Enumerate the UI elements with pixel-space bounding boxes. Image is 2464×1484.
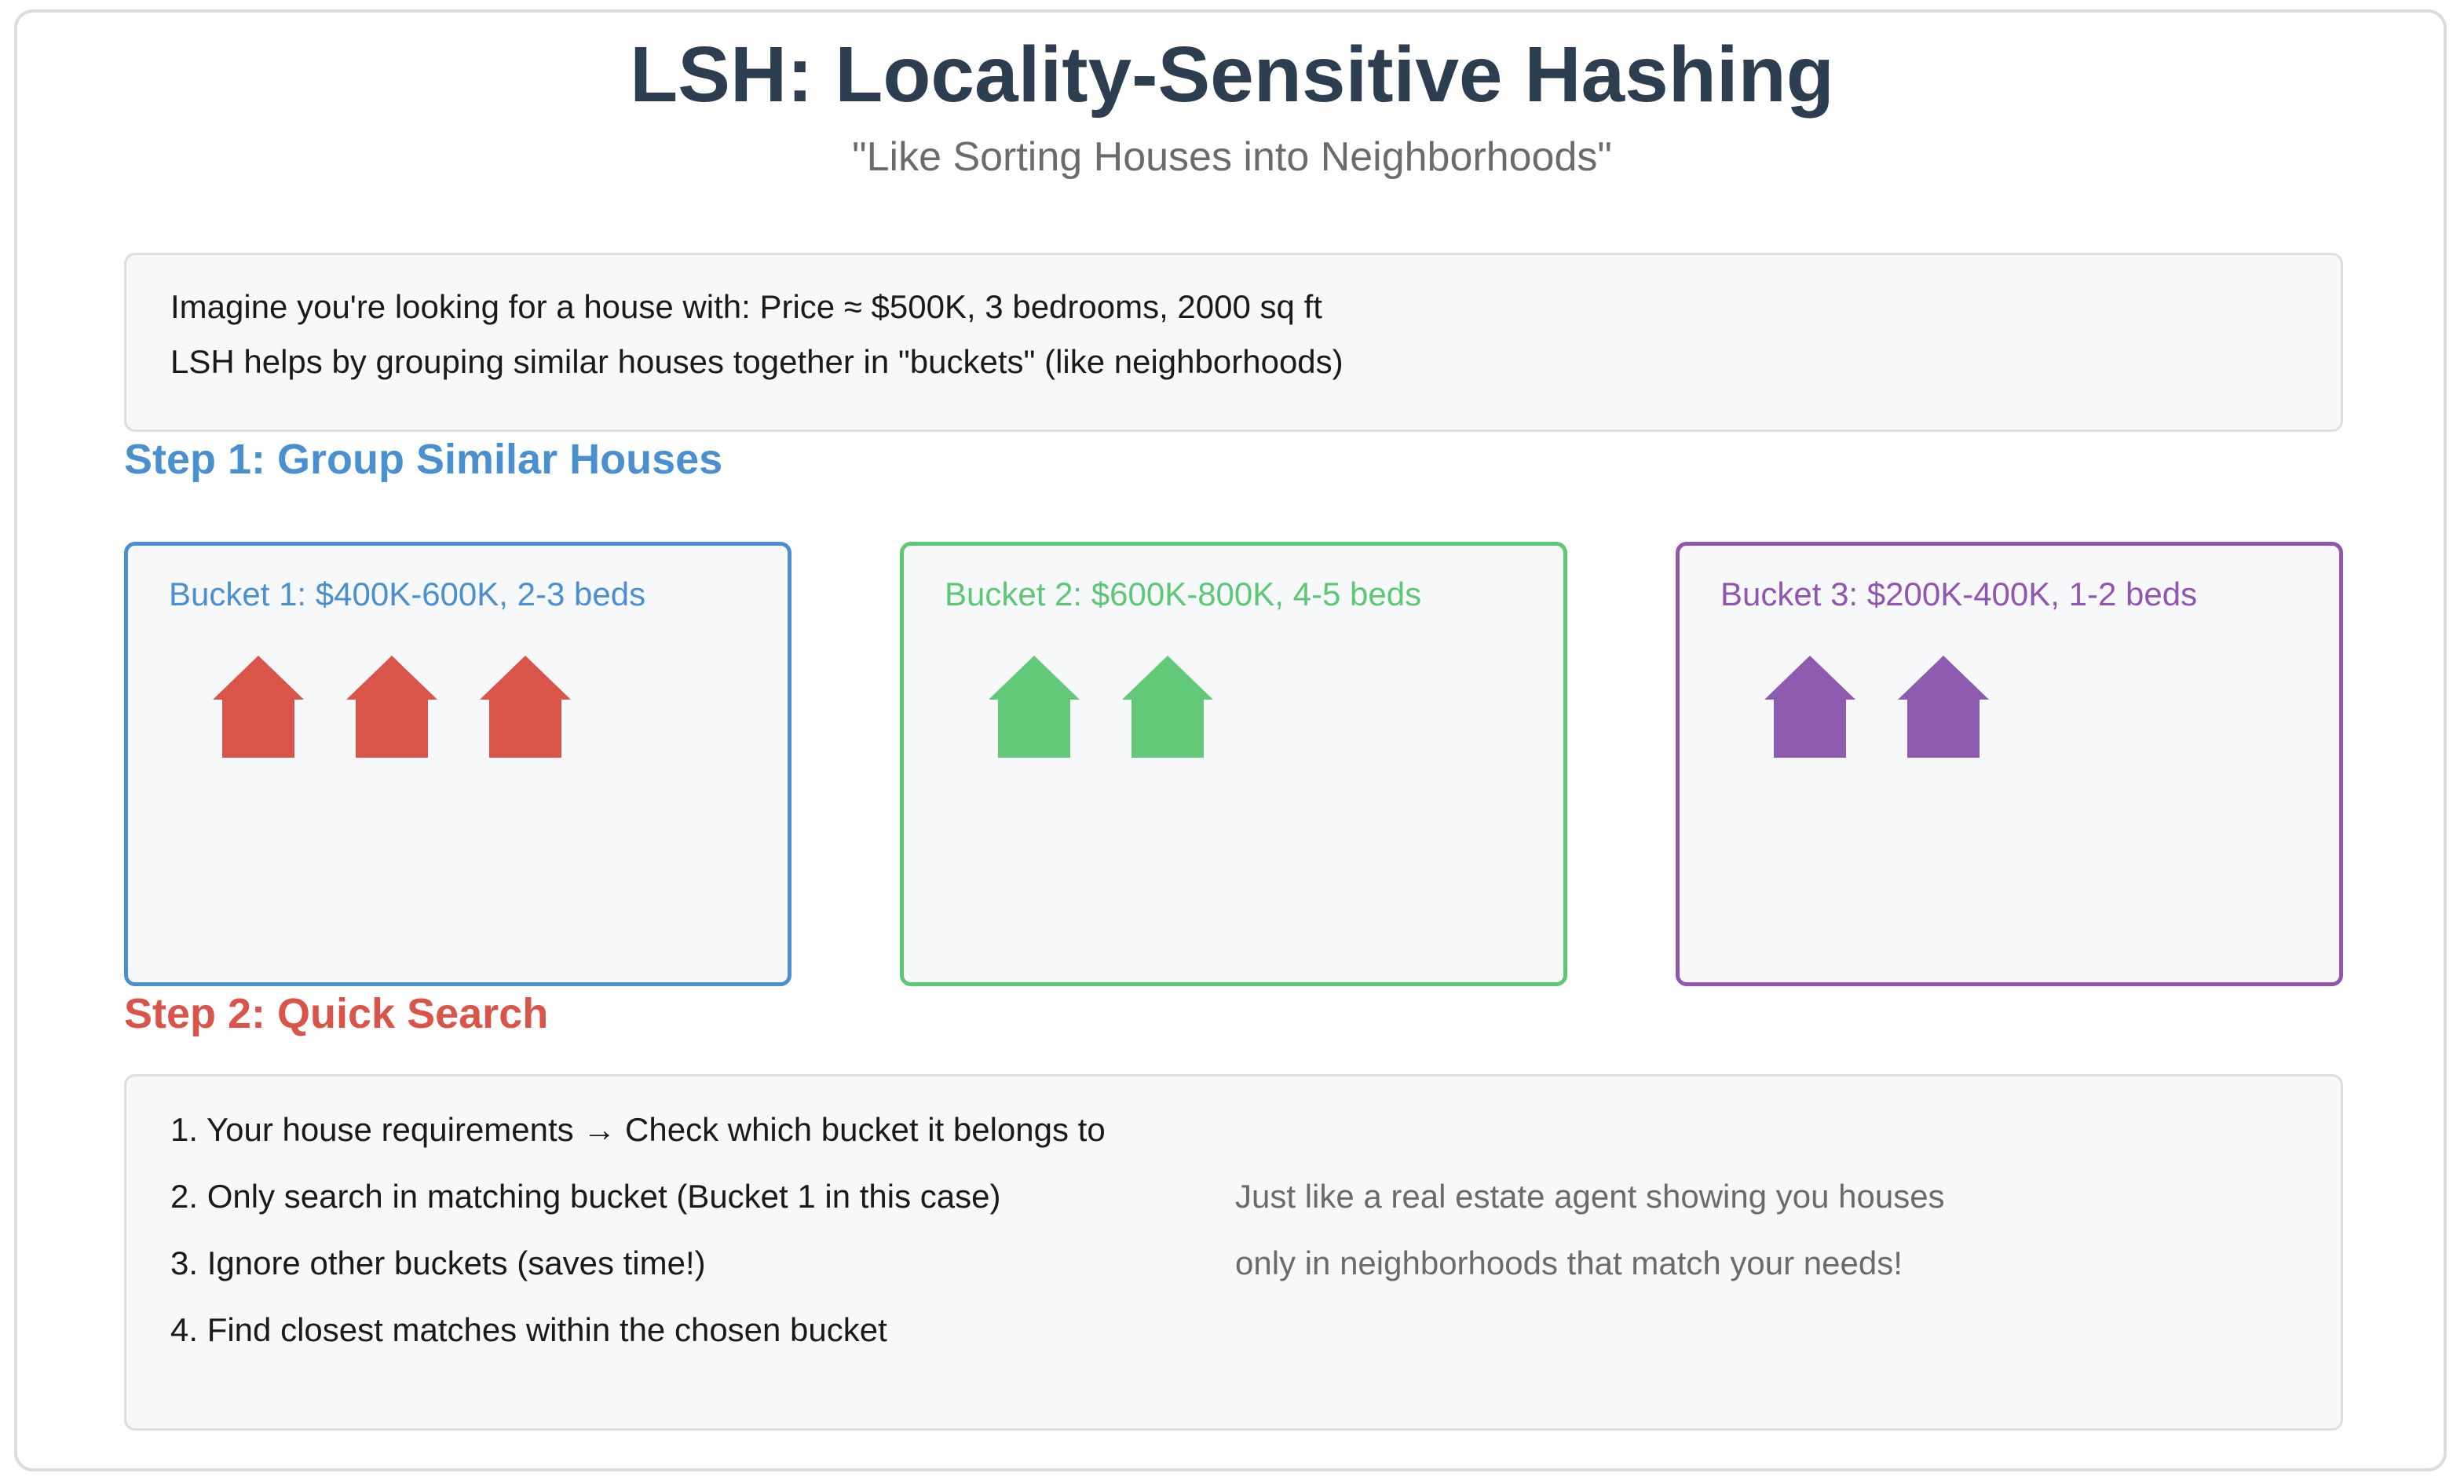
intro-panel: Imagine you're looking for a house with:… xyxy=(124,253,2343,432)
page-title: LSH: Locality-Sensitive Hashing xyxy=(630,31,1834,119)
bucket-3: Bucket 3: $200K-400K, 1-2 beds xyxy=(1676,542,2343,986)
house-icon xyxy=(1764,656,1855,758)
bucket-1: Bucket 1: $400K-600K, 2-3 beds xyxy=(124,542,791,986)
step2-heading: Step 2: Quick Search xyxy=(124,990,549,1037)
house-icon xyxy=(1122,656,1213,758)
house-icon xyxy=(213,656,304,758)
search-panel: 1. Your house requirements → Check which… xyxy=(124,1074,2343,1431)
search-step-2: 2. Only search in matching bucket (Bucke… xyxy=(170,1178,1001,1215)
house-icon xyxy=(480,656,571,758)
search-step-3: 3. Ignore other buckets (saves time!) xyxy=(170,1245,706,1281)
search-step-4: 4. Find closest matches within the chose… xyxy=(170,1311,887,1348)
agent-note-line-1: Just like a real estate agent showing yo… xyxy=(1235,1178,1945,1215)
search-step-1: 1. Your house requirements → Check which… xyxy=(170,1111,1106,1148)
agent-note-line-2: only in neighborhoods that match your ne… xyxy=(1235,1245,1903,1281)
bucket-1-label: Bucket 1: $400K-600K, 2-3 beds xyxy=(169,576,646,612)
bucket-2: Bucket 2: $600K-800K, 4-5 beds xyxy=(900,542,1567,986)
intro-line-2: LSH helps by grouping similar houses tog… xyxy=(170,343,1344,380)
bucket-2-label: Bucket 2: $600K-800K, 4-5 beds xyxy=(945,576,1422,612)
step1-heading: Step 1: Group Similar Houses xyxy=(124,436,723,483)
intro-line-1: Imagine you're looking for a house with:… xyxy=(170,288,1322,325)
house-icon xyxy=(1898,656,1989,758)
bucket-3-label: Bucket 3: $200K-400K, 1-2 beds xyxy=(1720,576,2198,612)
house-icon xyxy=(346,656,437,758)
house-icon xyxy=(989,656,1080,758)
page-subtitle: "Like Sorting Houses into Neighborhoods" xyxy=(852,134,1612,180)
